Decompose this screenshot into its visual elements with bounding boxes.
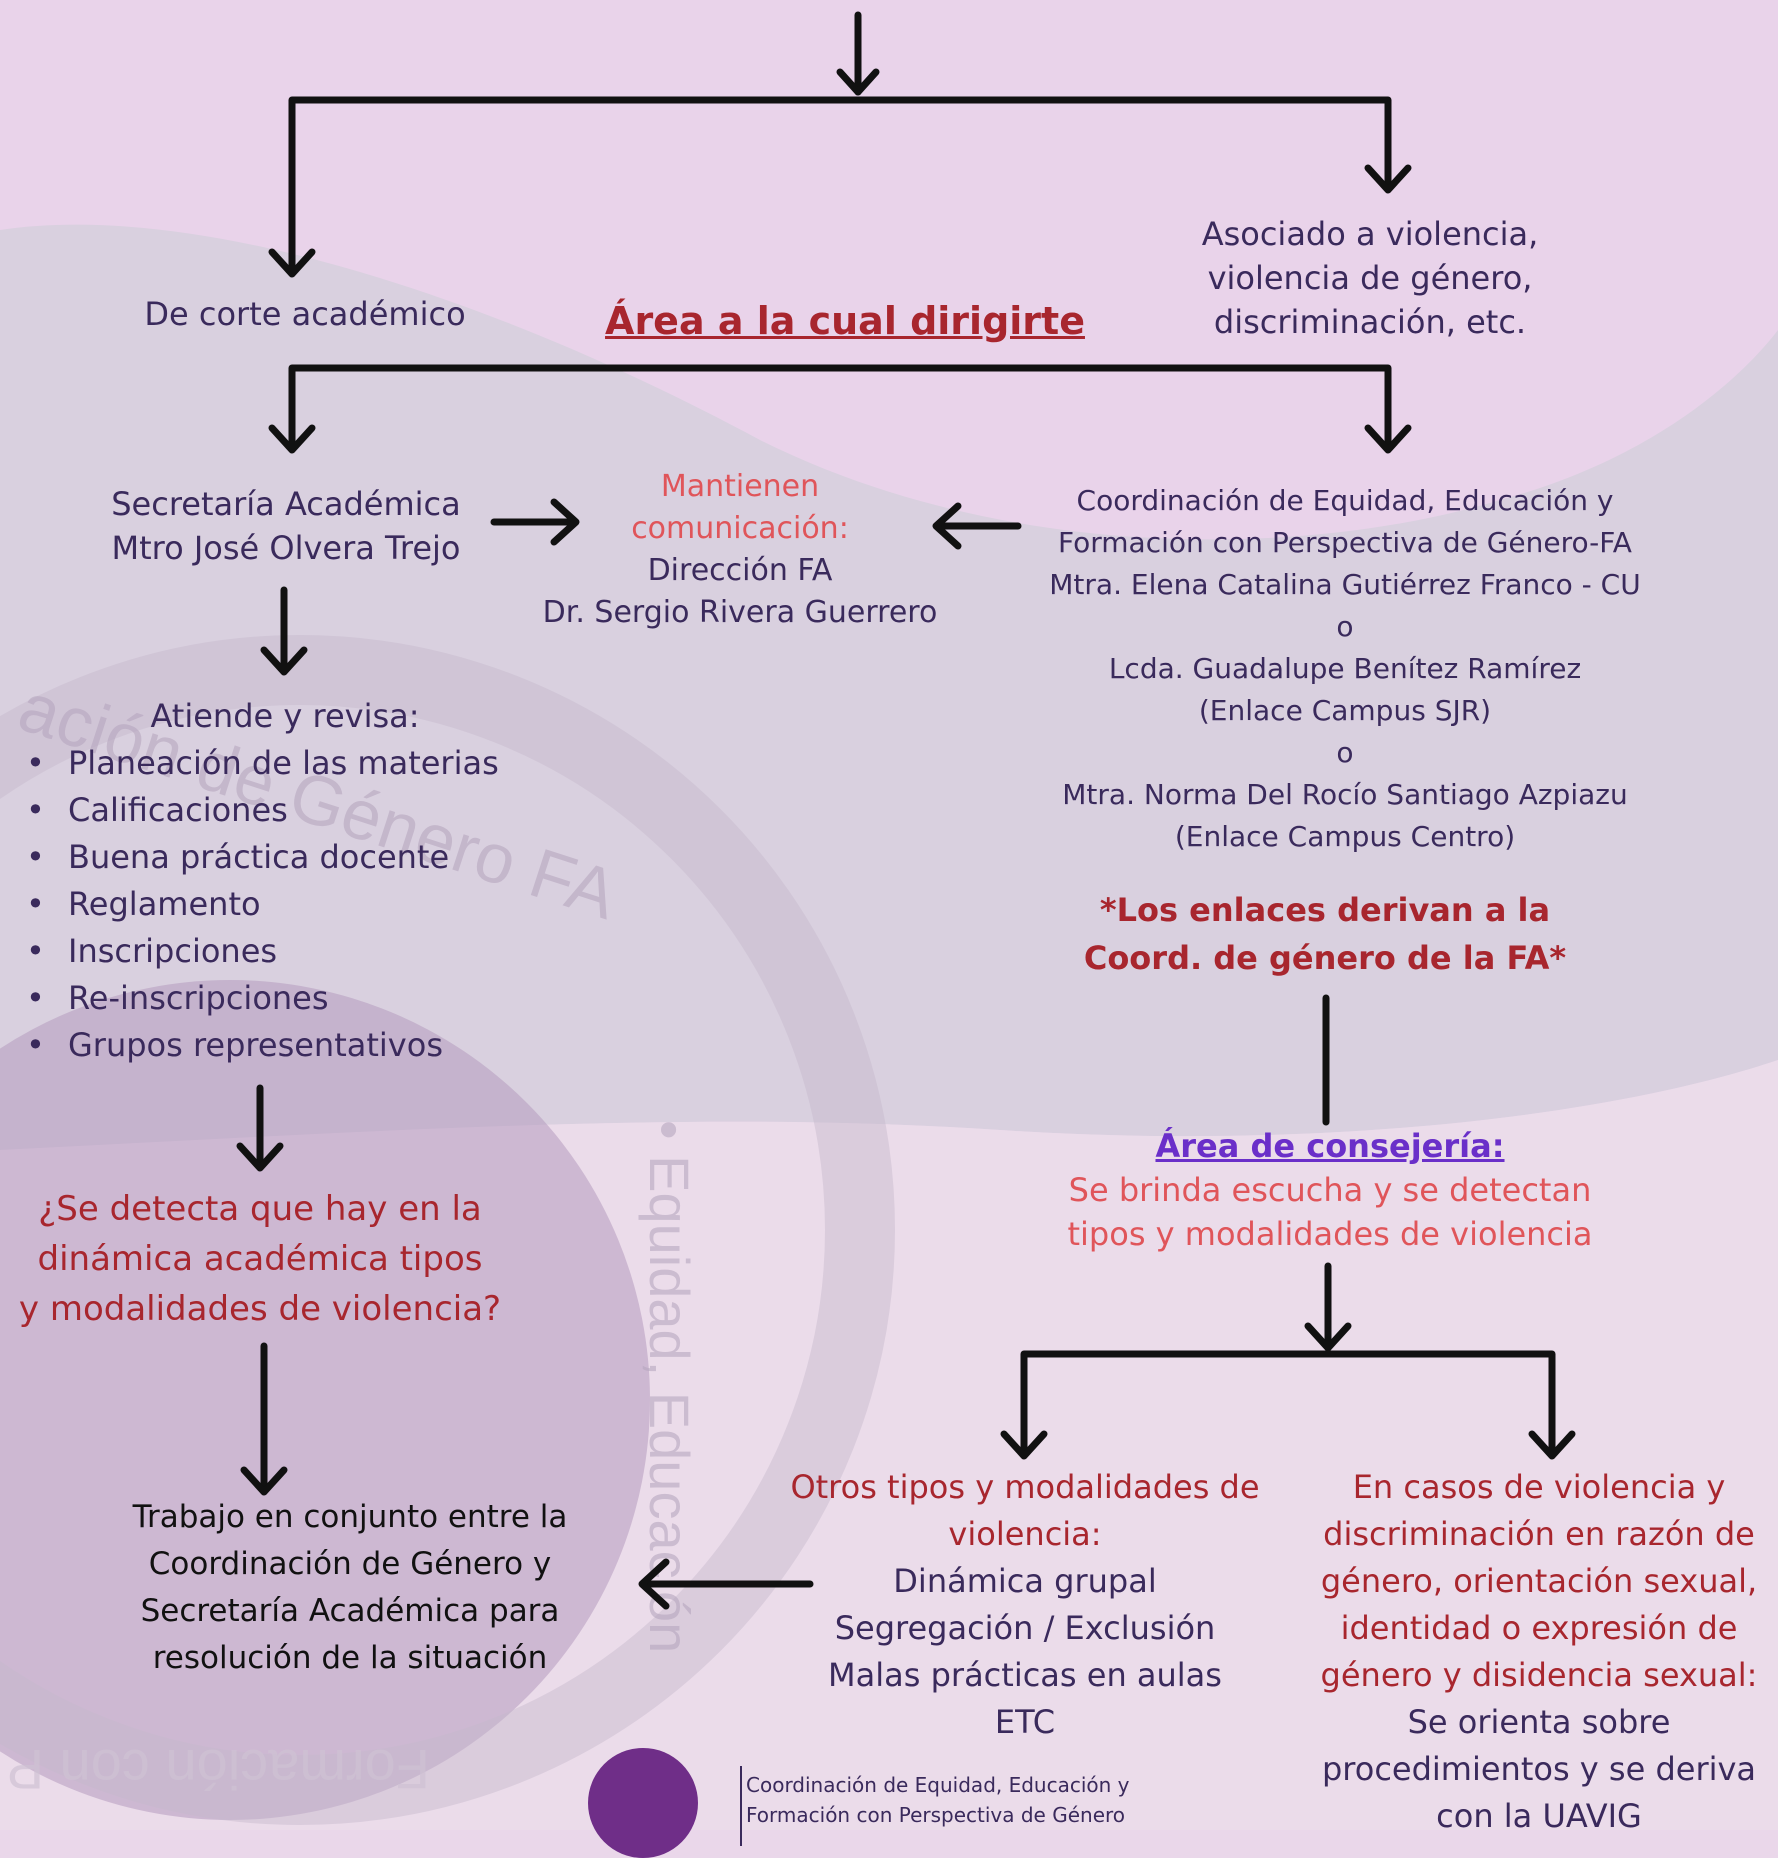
coordinacion-line: Coordinación de Equidad, Educación y: [1076, 484, 1614, 517]
enlaces-note-line: *Los enlaces derivan a la: [1099, 891, 1551, 929]
coordinacion-line: o: [1336, 610, 1354, 643]
casos-line: procedimientos y se deriva: [1321, 1750, 1757, 1788]
asociado-line: violencia de género,: [1207, 259, 1533, 297]
logo-text-line: Formación con Perspectiva de Género: [746, 1803, 1126, 1827]
comunicacion-heading: comunicación:: [631, 511, 849, 546]
otros-line: Segregación / Exclusión: [834, 1609, 1216, 1647]
coordinacion-line: Lcda. Guadalupe Benítez Ramírez: [1108, 652, 1582, 685]
list-item: Calificaciones: [26, 787, 499, 834]
otros-line: Malas prácticas en aulas: [828, 1656, 1222, 1694]
coordinacion-box: Coordinación de Equidad, Educación y For…: [1020, 480, 1670, 858]
casos-heading: discriminación en razón de: [1323, 1515, 1755, 1553]
comunicacion-heading: Mantienen: [660, 469, 820, 504]
footer-logo: Coordinación de Equidad, Educación y For…: [588, 1748, 1148, 1858]
logo-divider: [740, 1766, 742, 1846]
enlaces-note: *Los enlaces derivan a la Coord. de géne…: [1060, 886, 1590, 982]
trabajo-line: Trabajo en conjunto entre la: [132, 1499, 568, 1535]
watermark-text-bottom: Formación con P: [7, 1738, 430, 1801]
otros-box: Otros tipos y modalidades de violencia: …: [770, 1464, 1280, 1746]
consejeria-line: Se brinda escucha y se detectan: [1068, 1171, 1592, 1209]
otros-heading: violencia:: [948, 1515, 1102, 1553]
coordinacion-line: Mtra. Elena Catalina Gutiérrez Franco - …: [1049, 568, 1641, 601]
logo-text-line: Coordinación de Equidad, Educación y: [746, 1773, 1130, 1797]
coordinacion-line: o: [1336, 736, 1354, 769]
trabajo-box: Trabajo en conjunto entre la Coordinació…: [100, 1494, 600, 1682]
coordinacion-line: Formación con Perspectiva de Género-FA: [1058, 526, 1632, 559]
secretaria-person: Mtro José Olvera Trejo: [111, 529, 461, 567]
pregunta-line: ¿Se detecta que hay en la: [38, 1189, 482, 1229]
coordinacion-line: (Enlace Campus SJR): [1198, 694, 1492, 727]
pregunta-line: y modalidades de violencia?: [18, 1289, 502, 1329]
coordinacion-line: (Enlace Campus Centro): [1174, 820, 1516, 853]
secretaria-box: Secretaría Académica Mtro José Olvera Tr…: [86, 482, 486, 570]
atiende-list: Planeación de las materias Calificacione…: [0, 740, 499, 1069]
casos-heading: género y disidencia sexual:: [1320, 1656, 1758, 1694]
casos-heading: En casos de violencia y: [1352, 1468, 1726, 1506]
consejeria-box: Área de consejería: Se brinda escucha y …: [1020, 1124, 1640, 1256]
otros-line: Dinámica grupal: [893, 1562, 1157, 1600]
pregunta-box: ¿Se detecta que hay en la dinámica acadé…: [0, 1184, 520, 1334]
pregunta-line: dinámica académica tipos: [37, 1239, 483, 1279]
comunicacion-person: Dr. Sergio Rivera Guerrero: [542, 595, 938, 630]
area-title: Área a la cual dirigirte: [605, 299, 1085, 343]
trabajo-line: Secretaría Académica para: [140, 1593, 560, 1629]
list-item: Re-inscripciones: [26, 975, 499, 1022]
asociado-line: discriminación, etc.: [1213, 303, 1527, 341]
comunicacion-box: Mantienen comunicación: Dirección FA Dr.…: [530, 466, 950, 634]
trabajo-line: Coordinación de Género y: [148, 1546, 552, 1582]
enlaces-note-line: Coord. de género de la FA*: [1083, 939, 1567, 977]
trabajo-line: resolución de la situación: [152, 1640, 548, 1676]
coordinacion-line: Mtra. Norma Del Rocío Santiago Azpiazu: [1062, 778, 1628, 811]
list-item: Buena práctica docente: [26, 834, 499, 881]
atiende-title: Atiende y revisa:: [150, 697, 420, 735]
label-corte-academico: De corte académico: [144, 295, 466, 333]
comunicacion-direccion: Dirección FA: [647, 553, 833, 588]
consejeria-title: Área de consejería:: [1155, 1127, 1505, 1165]
gender-symbol-icon: [588, 1748, 698, 1858]
casos-line: con la UAVIG: [1436, 1797, 1642, 1835]
otros-heading: Otros tipos y modalidades de: [790, 1468, 1260, 1506]
list-item: Inscripciones: [26, 928, 499, 975]
list-item: Grupos representativos: [26, 1022, 499, 1069]
otros-line: ETC: [994, 1703, 1056, 1741]
secretaria-title: Secretaría Académica: [111, 485, 461, 523]
casos-heading: género, orientación sexual,: [1320, 1562, 1758, 1600]
list-item: Reglamento: [26, 881, 499, 928]
consejeria-line: tipos y modalidades de violencia: [1067, 1215, 1593, 1253]
label-asociado-violencia: Asociado a violencia, violencia de géner…: [1140, 212, 1600, 344]
casos-line: Se orienta sobre: [1407, 1703, 1671, 1741]
casos-box: En casos de violencia y discriminación e…: [1300, 1464, 1778, 1840]
watermark-circle: [0, 980, 650, 1820]
logo-text: Coordinación de Equidad, Educación y For…: [746, 1770, 1130, 1830]
watermark-text-side: • Equidad, Educación: [638, 1120, 701, 1653]
list-item: Planeación de las materias: [26, 740, 499, 787]
casos-heading: identidad o expresión de: [1340, 1609, 1738, 1647]
asociado-line: Asociado a violencia,: [1201, 215, 1539, 253]
